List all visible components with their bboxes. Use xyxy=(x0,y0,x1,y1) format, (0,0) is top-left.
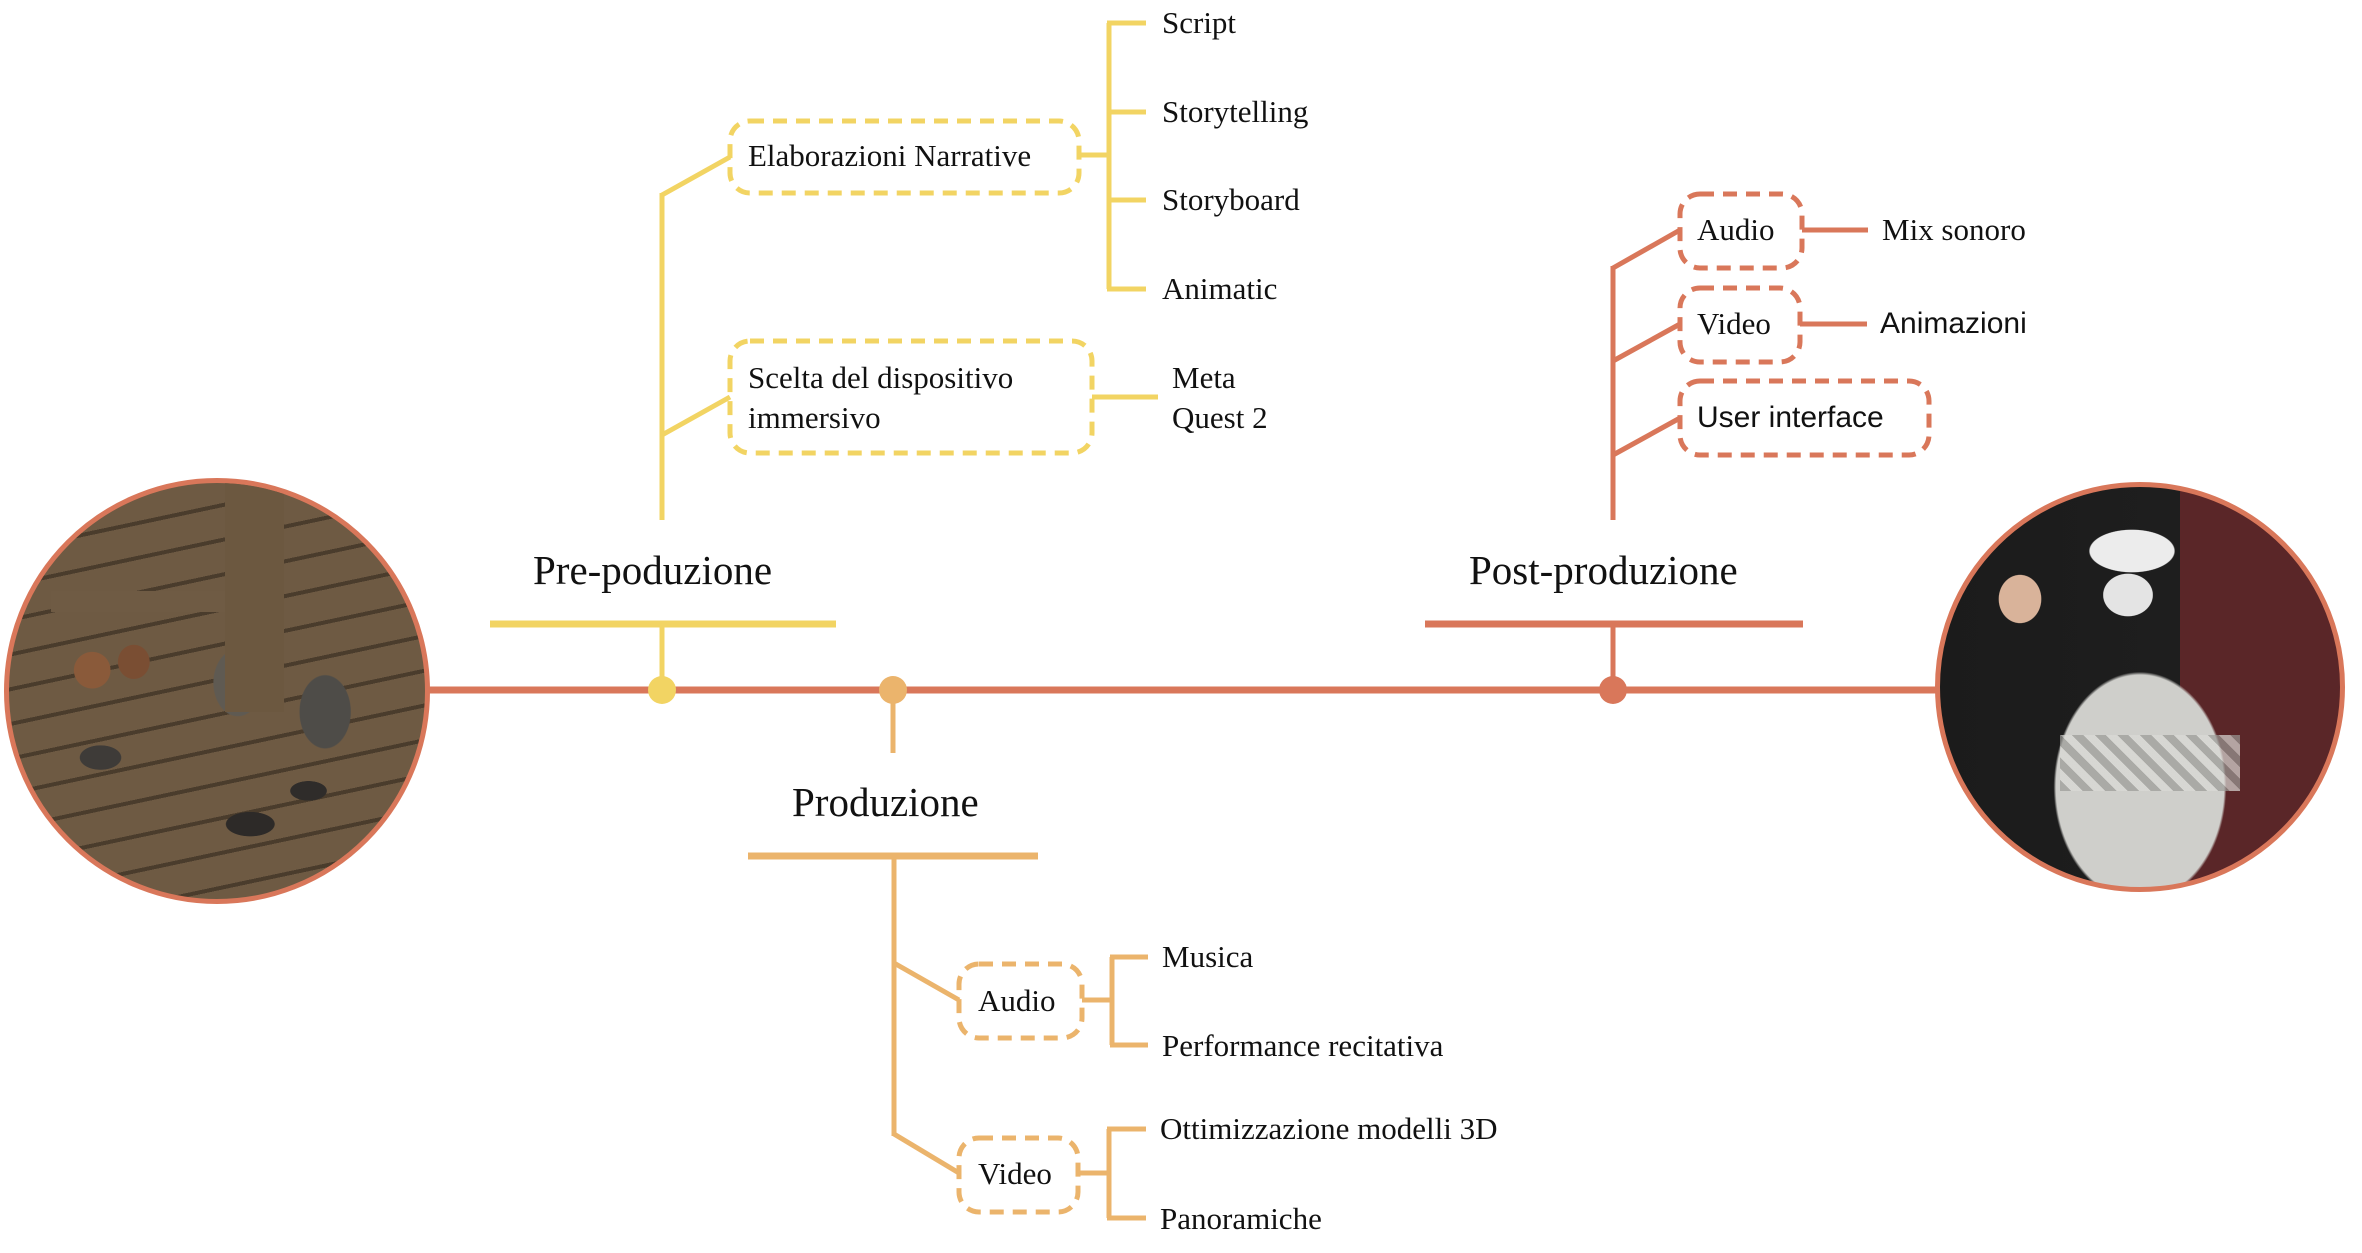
prod-video-label: Video xyxy=(978,1156,1052,1191)
pre-diag-elab xyxy=(660,154,732,198)
pre-production-label: Pre-poduzione xyxy=(533,547,773,593)
leaf-meta: Meta xyxy=(1172,360,1236,395)
scelta-node-label-line2: immersivo xyxy=(748,400,881,435)
leaf-animatic: Animatic xyxy=(1162,271,1278,306)
post-production-label: Post-produzione xyxy=(1469,547,1738,593)
post-ui-box xyxy=(1677,378,1932,458)
sweater-pattern xyxy=(2060,735,2240,791)
wooden-post xyxy=(225,483,284,712)
post-dot[interactable] xyxy=(1599,676,1627,704)
production-branch xyxy=(748,690,1148,1221)
post-audio-box xyxy=(1677,191,1805,271)
shelf xyxy=(50,591,280,612)
leaf-quest-2: Quest 2 xyxy=(1172,400,1268,435)
pre-diag-scelta xyxy=(660,394,732,438)
post-audio-label: Audio xyxy=(1697,212,1775,247)
elab-box xyxy=(727,118,1082,196)
pre-production-branch xyxy=(490,20,1158,690)
elab-node-label: Elaborazioni Narrative xyxy=(748,138,1032,173)
post-diag-ui xyxy=(1611,415,1682,458)
leaf-musica: Musica xyxy=(1162,939,1254,974)
post-diag-audio xyxy=(1611,227,1682,271)
leaf-storytelling: Storytelling xyxy=(1162,94,1309,129)
prod-audio-label: Audio xyxy=(978,983,1056,1018)
post-production-branch xyxy=(1425,191,1932,690)
leaf-panoramiche: Panoramiche xyxy=(1160,1201,1322,1236)
post-ui-label: User interface xyxy=(1697,401,1884,434)
leaf-storyboard: Storyboard xyxy=(1162,182,1300,217)
scelta-box xyxy=(727,338,1095,456)
pre-dot[interactable] xyxy=(648,676,676,704)
post-diag-video xyxy=(1611,321,1682,364)
leaf-performance-recitativa: Performance recitativa xyxy=(1162,1028,1444,1063)
prod-audio-box xyxy=(956,961,1085,1041)
prod-diag-audio xyxy=(892,960,961,1003)
production-label: Produzione xyxy=(792,779,979,825)
leaf-animazioni: Animazioni xyxy=(1880,307,2027,340)
scelta-node-label-line1: Scelta del dispositivo xyxy=(748,360,1014,395)
post-video-label: Video xyxy=(1697,306,1771,341)
vr-user-photo xyxy=(1935,482,2345,892)
leaf-script: Script xyxy=(1162,5,1237,40)
leaf-ottimizzazione-modelli-3d: Ottimizzazione modelli 3D xyxy=(1160,1111,1498,1146)
prod-diag-video xyxy=(892,1131,961,1176)
prod-dot[interactable] xyxy=(879,676,907,704)
leaf-mix-sonoro: Mix sonoro xyxy=(1882,212,2026,247)
virtual-museum-photo xyxy=(4,478,430,904)
